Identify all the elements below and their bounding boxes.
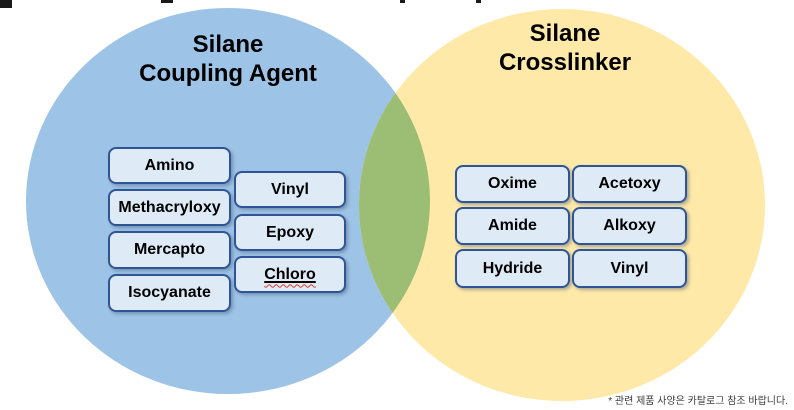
crosslinker-title-line1: Silane bbox=[529, 20, 601, 47]
crosslinker-title: Silane Crosslinker bbox=[365, 19, 765, 78]
tag-amino-label: Amino bbox=[144, 156, 195, 174]
tag-chloro: Chloro bbox=[234, 256, 346, 293]
tag-methacryloxy: Methacryloxy bbox=[108, 189, 231, 226]
coupling-agent-title-line2: Coupling Agent bbox=[139, 60, 317, 88]
footnote: * 관련 제품 사양은 카탈로그 참조 바랍니다. bbox=[608, 396, 788, 407]
tag-hydride: Hydride bbox=[455, 249, 570, 288]
cropped-artifact bbox=[476, 0, 481, 3]
tag-vinyl-right-label: Vinyl bbox=[610, 259, 649, 277]
tag-isocyanate: Isocyanate bbox=[108, 274, 231, 312]
tag-vinyl-right: Vinyl bbox=[572, 249, 687, 288]
cropped-artifact bbox=[400, 0, 405, 3]
coupling-agent-title: Silane Coupling Agent bbox=[28, 30, 428, 89]
cropped-artifact bbox=[161, 0, 173, 3]
tag-epoxy-label: Epoxy bbox=[265, 223, 314, 241]
spellcheck-wavy-underline: Chloro bbox=[264, 266, 316, 284]
tag-acetoxy: Acetoxy bbox=[572, 165, 687, 203]
tag-amino: Amino bbox=[108, 147, 231, 184]
cropped-artifact bbox=[0, 0, 12, 8]
tag-amide-label: Amide bbox=[488, 217, 537, 234]
tag-amide: Amide bbox=[455, 207, 570, 245]
tag-oxime-label: Oxime bbox=[488, 175, 537, 192]
tag-isocyanate-label: Isocyanate bbox=[128, 284, 211, 301]
tag-mercapto: Mercapto bbox=[108, 231, 231, 269]
crosslinker-circle bbox=[359, 9, 765, 401]
tag-alkoxy-label: Alkoxy bbox=[603, 217, 656, 234]
tag-chloro-label: Chloro bbox=[264, 265, 316, 283]
tag-hydride-label: Hydride bbox=[482, 259, 543, 277]
tag-acetoxy-label: Acetoxy bbox=[598, 175, 661, 192]
crosslinker-title-line2: Crosslinker bbox=[498, 49, 632, 77]
tag-mercapto-label: Mercapto bbox=[133, 241, 206, 258]
tag-vinyl-left: Vinyl bbox=[234, 171, 346, 208]
tag-alkoxy: Alkoxy bbox=[572, 207, 687, 245]
tag-methacryloxy-label: Methacryloxy bbox=[118, 198, 221, 216]
tag-vinyl-left-label: Vinyl bbox=[271, 180, 309, 198]
coupling-agent-title-line1: Silane bbox=[192, 31, 264, 58]
tag-epoxy: Epoxy bbox=[234, 214, 346, 251]
tag-oxime: Oxime bbox=[455, 165, 570, 203]
